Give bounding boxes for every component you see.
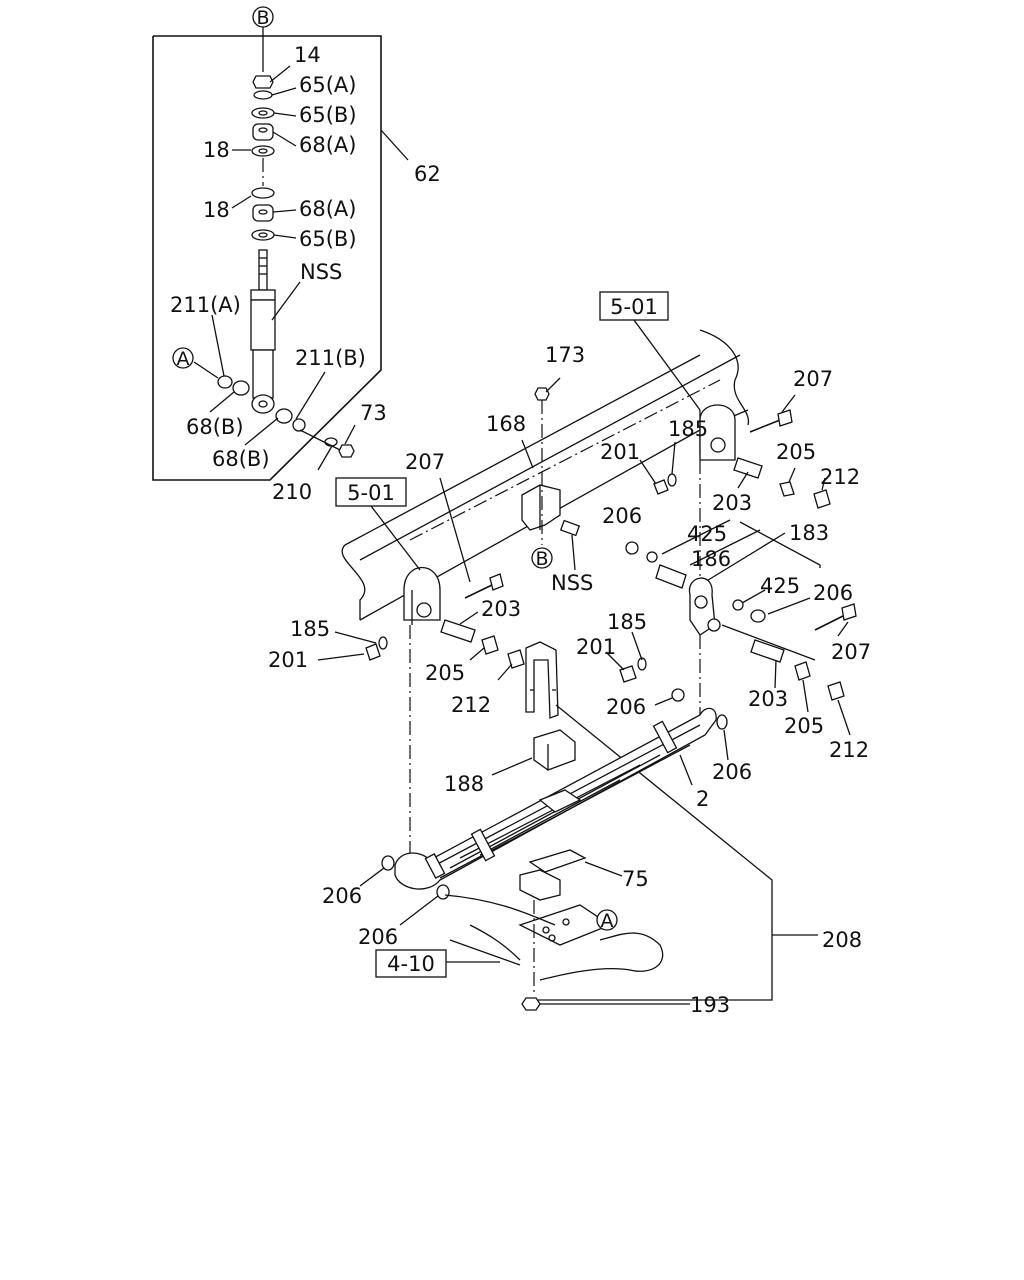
ref-a-left-text: A (177, 348, 190, 370)
label-212-2: 212 (829, 738, 869, 762)
shackle-group (625, 460, 821, 715)
label-nss-1: NSS (300, 260, 342, 284)
label-193: 193 (690, 993, 730, 1017)
bump-stopper-188 (491, 729, 576, 776)
label-201-3: 201 (268, 648, 308, 672)
label-205-1: 205 (776, 440, 816, 464)
label-207-1: 207 (793, 367, 833, 391)
ref-circle-b-top: B (252, 6, 274, 72)
ref-5-01-left-text: 5-01 (347, 481, 395, 505)
label-203-1: 203 (712, 491, 752, 515)
ref-a-bottom-text: A (601, 910, 614, 932)
ref-box-4-10: 4-10 (375, 949, 447, 978)
label-188: 188 (444, 772, 484, 796)
label-206-6: 206 (358, 925, 398, 949)
label-73: 73 (360, 401, 387, 425)
label-205-3: 205 (425, 661, 465, 685)
label-206-1: 206 (602, 504, 642, 528)
axle-housing (444, 894, 664, 981)
part-labels: 14 65(A) 65(B) 68(A) 18 62 18 68(A) 65(B… (170, 43, 871, 1017)
label-18-2: 18 (203, 198, 230, 222)
label-62: 62 (414, 162, 441, 186)
label-75: 75 (622, 867, 649, 891)
label-183: 183 (789, 521, 829, 545)
shock-absorber (217, 249, 355, 458)
label-68a-1: 68(A) (299, 133, 356, 157)
label-212-3: 212 (451, 693, 491, 717)
label-211a: 211(A) (170, 293, 241, 317)
ref-box-5-01-right: 5-01 (599, 291, 701, 411)
label-425-2: 425 (760, 574, 800, 598)
rear-upper-hardware (639, 394, 831, 509)
nut-193 (521, 997, 690, 1011)
label-65b-1: 65(B) (299, 103, 357, 127)
front-hanger-hardware (317, 477, 525, 681)
ref-5-01-right-text: 5-01 (610, 295, 658, 319)
leaf-spring (359, 688, 729, 926)
label-68b-2: 68(B) (212, 447, 270, 471)
shock-top-hardware (251, 75, 275, 241)
u-bolt (525, 641, 818, 1001)
ref-4-10-text: 4-10 (387, 952, 435, 976)
label-14: 14 (294, 43, 321, 67)
label-185-2: 185 (607, 610, 647, 634)
label-203-3: 203 (481, 597, 521, 621)
label-nss-2: NSS (551, 571, 593, 595)
label-185-3: 185 (290, 617, 330, 641)
rear-hanger-bracket (699, 404, 736, 461)
label-211b: 211(B) (295, 346, 366, 370)
label-168: 168 (486, 412, 526, 436)
front-hanger-bracket (403, 566, 441, 860)
label-2: 2 (696, 787, 709, 811)
label-173: 173 (545, 343, 585, 367)
label-186: 186 (691, 547, 731, 571)
bracket-168 (521, 377, 581, 571)
label-425-1: 425 (687, 522, 727, 546)
shock-absorber-box (152, 35, 409, 481)
label-206-5: 206 (322, 884, 362, 908)
label-185-1: 185 (668, 417, 708, 441)
label-208: 208 (822, 928, 862, 952)
frame-rail (341, 329, 750, 621)
ref-b-top-text: B (256, 7, 269, 29)
label-210: 210 (272, 480, 312, 504)
label-201-2: 201 (576, 635, 616, 659)
label-207-2: 207 (831, 640, 871, 664)
spring-seat (519, 849, 623, 996)
label-206-4: 206 (712, 760, 752, 784)
label-212-1: 212 (820, 465, 860, 489)
ref-circle-a-bottom: A (596, 909, 618, 932)
ref-b-mid-text: B (535, 548, 548, 570)
shock-leaders (193, 65, 356, 471)
rear-lower-hardware (605, 603, 857, 736)
label-203-2: 203 (748, 687, 788, 711)
label-207-3: 207 (405, 450, 445, 474)
label-68b-1: 68(B) (186, 415, 244, 439)
label-206-2: 206 (813, 581, 853, 605)
ref-circle-b-mid: B (531, 547, 553, 570)
label-206-3: 206 (606, 695, 646, 719)
label-65b-2: 65(B) (299, 227, 357, 251)
label-18-1: 18 (203, 138, 230, 162)
label-68a-2: 68(A) (299, 197, 356, 221)
ref-circle-a-left: A (172, 347, 194, 370)
label-65a-1: 65(A) (299, 73, 356, 97)
label-201-1: 201 (600, 440, 640, 464)
label-205-2: 205 (784, 714, 824, 738)
ref-box-5-01-left: 5-01 (335, 477, 421, 571)
